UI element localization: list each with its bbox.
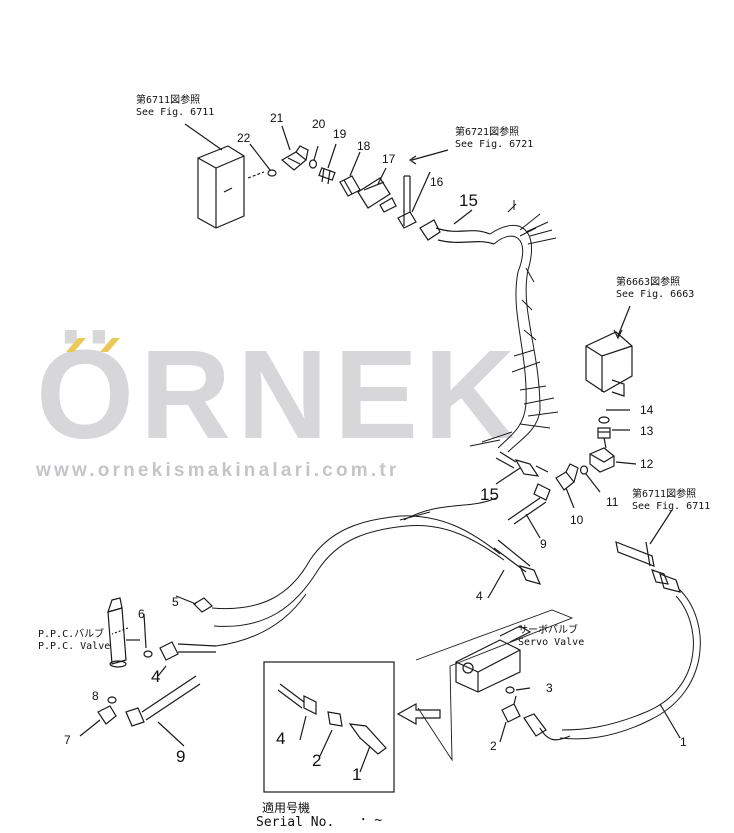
valve-block-top [197, 145, 245, 229]
tee-16 [397, 175, 417, 229]
callout-12: 12 [640, 457, 654, 471]
servo-valve-label-jp: サーボバルブ [518, 625, 578, 636]
serial-range: ･ ~ [360, 813, 383, 828]
adapter-5 [175, 595, 213, 613]
callout-6: 6 [138, 607, 145, 621]
fitting-4-left [157, 641, 217, 677]
hose-4-mid [493, 539, 542, 585]
elbow-2-servo [499, 695, 521, 743]
callout-22: 22 [237, 131, 251, 145]
oring-14 [598, 416, 610, 424]
callout-18: 18 [357, 139, 371, 153]
callout-20: 20 [312, 117, 326, 131]
serial-inset-frame [263, 661, 395, 793]
ref-6711-top-jp: 第6711図参照 [136, 95, 201, 106]
connector-12 [589, 447, 615, 473]
leader-6663 [613, 305, 631, 340]
elbow-10 [555, 463, 579, 491]
plug-13 [597, 427, 611, 439]
callout-2-inset: 2 [312, 751, 322, 770]
oring-20 [308, 159, 318, 169]
tee-right [615, 541, 681, 593]
ref-6711-right-en: See Fig. 6711 [632, 501, 711, 512]
callout-2-servo: 2 [490, 739, 497, 753]
callout-4-inset: 4 [276, 729, 286, 748]
callout-9-bottom: 9 [176, 747, 186, 766]
leader-6711-top [184, 123, 223, 151]
ppc-valve [107, 597, 140, 668]
elbow-7 [79, 705, 117, 737]
servo-valve-label-en: Servo Valve [518, 637, 585, 648]
hose-9-left [125, 675, 201, 727]
callout-10: 10 [570, 513, 584, 527]
ref-6663-jp: 第6663図参照 [616, 277, 681, 288]
inset-arrow [396, 702, 441, 726]
serial-label-en: Serial No. [256, 815, 335, 830]
leader-21 [281, 125, 291, 151]
ref-6711-right-jp: 第6711図参照 [632, 489, 697, 500]
elbow-21 [280, 145, 309, 171]
oring-6 [143, 650, 153, 658]
callout-13: 13 [640, 424, 654, 438]
hose-long [211, 497, 505, 647]
callout-14: 14 [640, 403, 654, 417]
hose-1-servo-end [523, 713, 571, 741]
callout-1-right: 1 [680, 735, 687, 749]
hose-9-mid [507, 483, 551, 525]
oring-11 [579, 465, 589, 475]
hose-15-top [419, 209, 495, 245]
watermark-accent-right [100, 338, 120, 352]
arrow-6721 [408, 149, 449, 165]
watermark-accent-left [66, 338, 86, 352]
callout-1-inset: 1 [352, 765, 362, 784]
callout-17: 17 [382, 152, 396, 166]
leader-22 [249, 143, 271, 171]
block-6663 [585, 331, 633, 397]
oring-8 [107, 696, 117, 704]
servo-valve [455, 625, 532, 693]
inset-parts [277, 683, 387, 773]
hose-17 [357, 177, 397, 213]
callout-8: 8 [92, 689, 99, 703]
ref-6663-en: See Fig. 6663 [616, 289, 695, 300]
callout-4-mid: 4 [476, 589, 483, 603]
callout-5: 5 [172, 595, 179, 609]
hose-bundle-main [469, 200, 559, 453]
callout-21: 21 [270, 111, 284, 125]
hose-1-right [559, 589, 701, 740]
watermark-brand: ÖRNEK [36, 324, 522, 465]
ref-6721-jp: 第6721図参照 [455, 127, 520, 138]
callout-7: 7 [64, 733, 71, 747]
callout-11: 11 [606, 495, 619, 509]
oring-3 [505, 686, 515, 694]
ppc-valve-label-en: P.P.C. Valve [38, 641, 111, 652]
callout-4-left: 4 [151, 667, 161, 686]
ref-6711-top-en: See Fig. 6711 [136, 107, 215, 118]
callout-19: 19 [333, 127, 347, 141]
callout-15-mid: 15 [480, 485, 499, 504]
callout-15-top: 15 [459, 191, 478, 210]
ppc-valve-label-jp: P.P.C.バルブ [38, 629, 105, 640]
callout-9-mid: 9 [540, 537, 547, 551]
callout-3: 3 [546, 681, 553, 695]
adapter-18 [339, 175, 361, 197]
ref-6721-en: See Fig. 6721 [455, 139, 534, 150]
watermark-url: www.ornekismakinalari.com.tr [36, 460, 400, 481]
nipple-19 [318, 167, 336, 185]
hose-15-mid [495, 451, 549, 477]
serial-label-jp: 適用号機 [262, 801, 311, 815]
oring-22 [267, 169, 277, 177]
callout-16: 16 [430, 175, 444, 189]
